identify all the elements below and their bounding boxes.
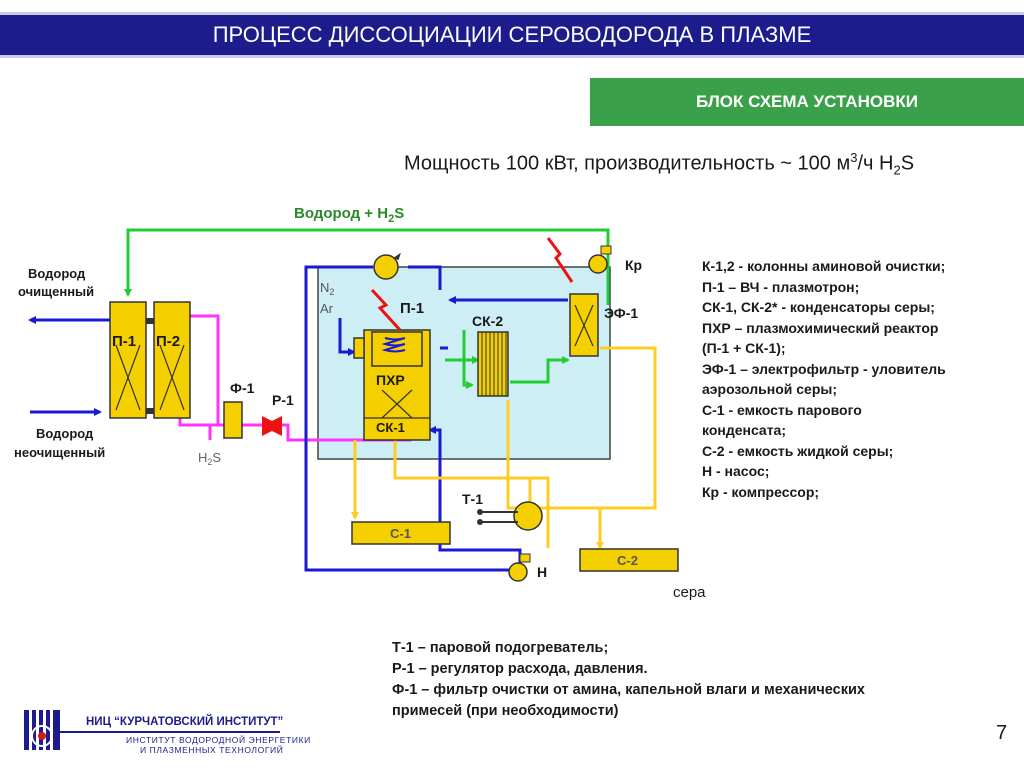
h2s-feed-line-2 <box>180 314 228 427</box>
blue-line-compressor <box>408 265 442 290</box>
heater-t1-dot-1 <box>477 509 483 515</box>
legend-item: Кр - компрессор; <box>702 483 820 500</box>
legend-item: ЭФ-1 – электрофильтр - уловитель <box>702 360 946 377</box>
condenser-sk2[interactable] <box>477 331 509 397</box>
hydrogen-h2s-label: Водород + H2S <box>294 205 404 225</box>
pump-outlet <box>519 553 531 563</box>
condenser-sk2-fins <box>481 332 507 396</box>
blue-line-top <box>304 265 373 530</box>
note-item: Т-1 – паровой подогреватель; <box>392 640 609 656</box>
column-cap-top <box>146 318 154 324</box>
column-p2[interactable] <box>153 301 191 419</box>
compressor-icon[interactable] <box>373 254 399 280</box>
section-title: БЛОК СХЕМА УСТАНОВКИ <box>696 92 918 111</box>
raw-hydrogen-label-2: неочищенный <box>14 445 105 460</box>
n2-label: N2 <box>320 280 334 297</box>
page-title-bar: ПРОЦЕСС ДИССОЦИАЦИИ СЕРОВОДОРОДА В ПЛАЗМ… <box>0 12 1024 58</box>
regulator-valve-icon-2 <box>262 416 282 436</box>
pump-label: Н <box>537 564 547 580</box>
heater-t1-dot-2 <box>477 519 483 525</box>
capacity-subtitle: Мощность 100 кВт, производительность ~ 1… <box>404 150 914 178</box>
reactor-cross-2 <box>381 389 413 419</box>
green-line-2 <box>462 330 474 389</box>
tank-s1[interactable] <box>351 521 451 545</box>
pump-icon[interactable] <box>508 562 528 582</box>
clean-hydrogen-label-1: Водород <box>28 266 86 281</box>
yellow-line-reactor <box>393 440 550 548</box>
legend-item: С-1 - емкость парового <box>702 401 862 418</box>
blue-line-pump <box>304 530 520 572</box>
legend-item: (П-1 + СК-1); <box>702 340 786 356</box>
ar-label: Ar <box>320 301 334 316</box>
column-p1-label: П-1 <box>112 333 136 350</box>
plasmatron-coil-icon <box>381 337 406 353</box>
notes-list: Т-1 – паровой подогреватель; Р-1 – регуля… <box>392 638 865 722</box>
legend-item: П-1 – ВЧ - плазмотрон; <box>702 278 860 295</box>
legend-list: К-1,2 - колонны аминовой очистки; П-1 – В… <box>702 256 1012 502</box>
yellow-line-s2 <box>596 346 657 550</box>
subtitle-text: Мощность 100 кВт, производительность ~ 1… <box>404 152 851 175</box>
filter-f1-label: Ф-1 <box>230 380 255 396</box>
legend-item: конденсата; <box>702 422 787 438</box>
compressor-kr-outlet <box>600 245 612 255</box>
institute-sub-2: И ПЛАЗМЕННЫХ ТЕХНОЛОГИЙ <box>140 745 284 755</box>
note-item: Ф-1 – фильтр очистки от амина, капельной… <box>392 682 865 698</box>
subtitle-text-2: /ч H <box>857 152 894 175</box>
electrofilter-ef1-label: ЭФ-1 <box>604 305 638 321</box>
legend-item: ПХР – плазмохимический реактор <box>702 319 939 336</box>
legend-item: аэрозольной серы; <box>702 381 837 397</box>
page-number: 7 <box>996 722 1008 744</box>
kurchatov-logo-icon <box>24 710 60 750</box>
institute-name: НИЦ “КУРЧАТОВСКИЙ ИНСТИТУТ” <box>86 716 284 728</box>
column-p2-label: П-2 <box>156 333 180 350</box>
compressor-kr-label: Кр <box>625 257 642 273</box>
column-p2-cross-2 <box>159 344 185 411</box>
legend-item: СК-1, СК-2* - конденсаторы серы; <box>702 299 935 315</box>
plasmatron-label: П-1 <box>400 300 424 317</box>
h2s-label: H2S <box>198 450 221 467</box>
reactor-pxr-label: ПХР <box>376 372 405 388</box>
regulator-r1-label: Р-1 <box>272 392 294 408</box>
subtitle-sub: 2 <box>893 162 901 178</box>
filter-f1[interactable] <box>223 401 243 439</box>
green-line-3 <box>510 356 570 384</box>
page-title: ПРОЦЕСС ДИССОЦИАЦИИ СЕРОВОДОРОДА В ПЛАЗМ… <box>212 22 812 47</box>
hydrogen-h2s-line <box>124 228 610 305</box>
tank-s2-label: С-2 <box>617 553 638 568</box>
column-p1-cross-2 <box>115 344 141 411</box>
yellow-line-sk2 <box>506 400 600 510</box>
clean-hydrogen-label-2: очищенный <box>18 284 94 299</box>
subtitle-sup: 3 <box>850 150 858 165</box>
subtitle-text-3: S <box>900 152 915 175</box>
ef1-cross-2 <box>574 304 594 347</box>
column-cap-bottom <box>146 408 154 414</box>
tank-s2[interactable] <box>579 548 679 572</box>
energy-zigzag-icon <box>370 288 402 332</box>
column-p1[interactable] <box>109 301 147 419</box>
legend-item: К-1,2 - колонны аминовой очистки; <box>702 258 946 274</box>
compressor-arrow <box>393 252 401 261</box>
raw-hydrogen-label-1: Водород <box>36 426 94 441</box>
sulfur-label: сера <box>673 584 706 601</box>
plasmatron-side <box>353 337 365 359</box>
section-banner: БЛОК СХЕМА УСТАНОВКИ <box>590 78 1024 126</box>
blue-line-n2 <box>338 318 356 356</box>
institute-sub-1: ИНСТИТУТ ВОДОРОДНОЙ ЭНЕРГЕТИКИ <box>126 735 311 745</box>
legend-item: С-2 - емкость жидкой серы; <box>702 442 894 459</box>
plasmatron[interactable] <box>371 331 423 367</box>
note-item: Р-1 – регулятор расхода, давления. <box>392 661 648 677</box>
heater-t1-label: Т-1 <box>462 491 483 507</box>
legend-item: Н - насос; <box>702 463 770 479</box>
institute-divider <box>60 731 280 733</box>
heater-t1[interactable] <box>513 501 543 531</box>
note-item: примесей (при необходимости) <box>392 703 619 719</box>
condenser-sk2-label: СК-2 <box>472 313 503 329</box>
tank-s1-label: С-1 <box>390 526 411 541</box>
energy-zigzag-icon-2 <box>546 237 574 283</box>
condenser-sk1-label: СК-1 <box>376 420 405 435</box>
compressor-kr-icon[interactable] <box>588 254 608 274</box>
